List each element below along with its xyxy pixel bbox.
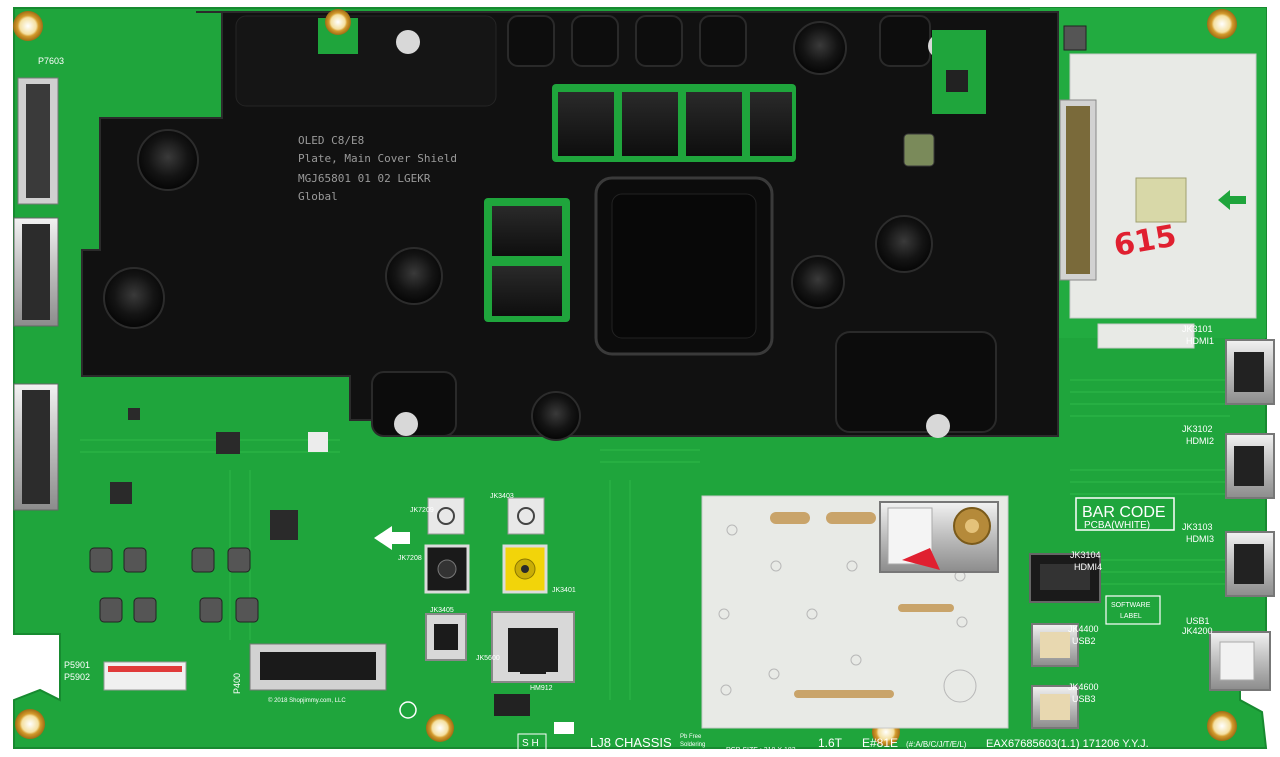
hdmi2-label: HDMI2 (1186, 436, 1214, 446)
variants-label: (#:A/B/C/J/T/E/L) (906, 740, 967, 749)
lan-transformer (494, 694, 530, 716)
tuner-marker-circles (718, 524, 977, 703)
connector-label-p400: P400 (232, 673, 242, 694)
inductor-component (903, 133, 935, 167)
arrow-left-green-icon (1218, 190, 1246, 210)
usb3-label: USB3 (1072, 694, 1096, 704)
usb2-ref: JK4400 (1068, 624, 1099, 634)
tuner-solder-pads (770, 512, 954, 698)
shield-text-line2: Plate, Main Cover Shield (298, 152, 457, 165)
label-jk7208: JK7208 (398, 555, 422, 562)
shield-text-line4: Global (298, 190, 338, 203)
part-number-label: EAX67685603(1.1) 171206 Y.Y.J. (986, 738, 1149, 750)
small-component (1063, 25, 1087, 51)
connector-label-p5901: P5901 (64, 660, 90, 670)
smart-card-slot (1135, 177, 1187, 223)
hdmi4-ref: JK3104 (1070, 550, 1101, 560)
soldering-label: Soldering (680, 742, 705, 748)
hdmi1-ref: JK3101 (1182, 324, 1213, 334)
usb1-ref: USB1 (1186, 616, 1210, 626)
software-text: SOFTWARE (1111, 602, 1151, 609)
hdmi2-ref: JK3102 (1182, 424, 1213, 434)
small-ic (946, 70, 968, 92)
sh-box (517, 733, 547, 751)
lg-logo-icon (399, 701, 417, 719)
label-jk5600: JK5600 (476, 655, 500, 662)
hdmi-ports (1029, 339, 1275, 603)
software-label-box (1105, 595, 1161, 625)
shield-standoffs (103, 21, 952, 441)
label-jk3405: JK3405 (430, 607, 454, 614)
label-jk7209: JK7209 (410, 507, 434, 514)
connector-label-p5902: P5902 (64, 672, 90, 682)
hdmi1-label: HDMI1 (1186, 336, 1214, 346)
hdmi4-label: HDMI4 (1074, 562, 1102, 572)
usb-ports (1031, 623, 1271, 729)
shield-text-line3: MGJ65801 01 02 LGEKR (298, 172, 431, 185)
usb3-ref: JK4600 (1068, 682, 1099, 692)
arrow-left-icon (374, 526, 410, 550)
usb1-ref2: JK4200 (1182, 626, 1213, 636)
label-text: LABEL (1120, 613, 1142, 620)
sh-label: S H (522, 738, 539, 749)
label-hm912: HM912 (530, 685, 553, 692)
usb2-label: USB2 (1072, 636, 1096, 646)
barcode-label: BAR CODE (1082, 504, 1166, 521)
left-ffc-connectors (13, 77, 59, 511)
memory-chip-group-lower (484, 198, 570, 322)
shield-text-line1: OLED C8/E8 (298, 134, 364, 147)
copyright-text: © 2018 Shopjimmy.com, LLC (268, 697, 346, 704)
connector-label-p7603: P7603 (38, 56, 64, 66)
hdmi3-ref: JK3103 (1182, 522, 1213, 532)
memory-chip-group-upper (552, 84, 796, 162)
ir-receiver-module (427, 497, 465, 535)
model-label: E#81E (862, 736, 898, 750)
pcb-size-label: PCB SIZE : 310 X 183 (726, 747, 796, 754)
smd-components (110, 408, 328, 540)
power-inductors (89, 547, 259, 623)
white-patch (554, 722, 574, 734)
barcode-box (1075, 497, 1175, 531)
label-jk3401: JK3401 (552, 587, 576, 594)
red-mark (902, 548, 940, 570)
pb-free-label: Pb Free (680, 734, 702, 740)
label-jk3403: JK3403 (490, 493, 514, 500)
chassis-label: LJ8 CHASSIS (590, 735, 672, 750)
thickness-label: 1.6T (818, 736, 843, 750)
serial-sticker (1097, 323, 1195, 349)
led-module (507, 497, 545, 535)
pcba-white-label: PCBA(WHITE) (1084, 520, 1150, 531)
hdmi3-label: HDMI3 (1186, 534, 1214, 544)
